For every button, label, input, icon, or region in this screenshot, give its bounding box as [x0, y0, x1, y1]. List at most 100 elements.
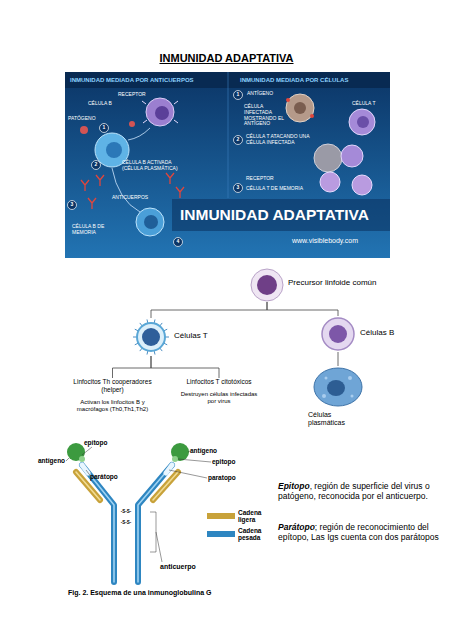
banner-background: [65, 72, 390, 88]
text-label: 3: [233, 185, 243, 191]
definition-term: Parátopo: [278, 522, 315, 532]
b-cell-illustration: [176, 187, 184, 198]
b-cell-illustration: [144, 215, 158, 229]
text-label: 2: [91, 162, 101, 168]
legend-swatch: [207, 513, 235, 519]
definition-term: Epitopo: [278, 481, 310, 491]
node-heading: Linfocitos Th cooperadores (helper): [70, 378, 155, 394]
step-circles: [234, 91, 243, 100]
text-label: -S-S-: [116, 509, 136, 514]
leader-lines: [188, 451, 190, 452]
text-label: epitopo: [212, 458, 235, 465]
step-circles: [174, 238, 183, 247]
tree-connector: [113, 356, 152, 378]
t-cell-illustration: [286, 94, 314, 122]
b-cell-illustration: [146, 98, 174, 126]
text-label: CÉLULA T: [352, 101, 376, 107]
cell-shape: [137, 323, 165, 351]
text-label: antígeno: [38, 457, 65, 464]
text-node: Linfocitos Th cooperadores (helper)Activ…: [70, 378, 155, 413]
antibody-heavy-chain: [82, 465, 172, 582]
b-cell-illustration: [80, 126, 88, 134]
b-cell-illustration: [96, 175, 104, 186]
page-title: INMUNIDAD ADAPTATIVA: [0, 52, 453, 65]
b-cell-illustration: [142, 101, 178, 123]
text-label: ANTICUERPOS: [112, 195, 148, 201]
cell-shape: [142, 328, 160, 346]
b-cell-illustration: [128, 128, 150, 140]
figure-caption: Fig. 2. Esquema de una inmunoglobulina G: [68, 589, 212, 597]
cell-shape: [348, 376, 352, 380]
banner-background: [228, 72, 229, 198]
leader-lines: [66, 447, 211, 562]
step-circles: [234, 136, 243, 145]
cell-shape: [250, 268, 284, 302]
b-cell-illustration: [81, 173, 184, 209]
antibody-heavy-chain: [82, 465, 114, 582]
t-cell-illustration: [349, 109, 375, 135]
definition-paragraph: Epitopo, región de superficie del virus …: [278, 481, 443, 501]
antigen: [79, 456, 85, 462]
cell-node: Células plasmáticas: [312, 366, 364, 408]
tree-connector: [267, 302, 338, 316]
text-label: 2: [233, 137, 243, 143]
leader-lines: [178, 459, 211, 462]
text-label: epítopo: [84, 439, 107, 446]
t-cell-illustration: [286, 94, 375, 195]
cell-shape: [314, 368, 362, 406]
cell-node: Precursor linfoide común: [250, 268, 284, 302]
tree-connector: [338, 352, 339, 366]
cell-node: Células T: [132, 318, 170, 356]
b-cell-illustration: [81, 180, 89, 191]
definition-paragraph: Parátopo; región de reconocimiento del e…: [278, 522, 443, 542]
text-label: -S-S-: [116, 520, 136, 525]
text-label: INMUNIDAD ADAPTATIVA: [180, 206, 369, 224]
antigen: [171, 443, 189, 461]
text-label: PATÓGENO: [68, 116, 96, 122]
cell-shape: [351, 395, 354, 398]
node-heading: Precursor linfoide común: [288, 278, 376, 287]
b-cell-illustration: [129, 121, 135, 127]
text-label: 3: [67, 202, 77, 208]
leader-lines: [156, 532, 162, 562]
text-label: CÉLULA B: [88, 101, 112, 107]
antigen: [172, 456, 178, 462]
b-cell-illustration: [106, 142, 122, 158]
text-label: CÉLULA T ATACANDO UNA CÉLULA INFECTADA: [246, 134, 316, 146]
cell-shape: [257, 275, 277, 295]
text-label: ANTÍGENO: [247, 91, 273, 97]
b-cell-illustration: [166, 173, 174, 184]
text-label: RECEPTOR: [118, 92, 146, 98]
step-circles: [234, 184, 243, 193]
node-heading: Células plasmáticas: [308, 411, 358, 427]
cell-node: Células B: [320, 316, 356, 352]
text-label: paratopo: [208, 474, 236, 481]
text-node: Linfocitos T citotóxicosDestruyen célula…: [180, 378, 258, 405]
t-cell-illustration: [294, 102, 306, 114]
t-cell-illustration: [341, 145, 363, 167]
text-label: 1: [99, 125, 109, 131]
leader-lines: [150, 512, 156, 552]
text-label: parátopo: [90, 473, 118, 480]
legend-text: Cadena ligera: [238, 509, 272, 524]
banner-background: [65, 72, 390, 258]
step-circles: [92, 161, 101, 170]
text-label: anticuerpo: [160, 563, 196, 571]
node-heading: Células B: [360, 328, 394, 337]
cell-shape: [325, 377, 328, 380]
t-cell-illustration: [352, 175, 372, 195]
legend-text: Cadena pesada: [238, 527, 272, 542]
banner-background: [65, 72, 390, 258]
node-heading: Linfocitos T citotóxicos: [180, 378, 258, 386]
node-heading: Células T: [174, 331, 208, 340]
b-cell-illustration: [112, 168, 140, 212]
antibody-heavy-chain: [82, 465, 114, 582]
b-cell-illustration: [136, 208, 164, 236]
text-label: CÉLULA T DE MEMORIA: [246, 186, 303, 192]
node-body: Destruyen células infectadas por virus: [180, 391, 258, 405]
t-cell-illustration: [320, 172, 340, 192]
title-band: [172, 199, 390, 231]
tree-connector: [151, 302, 267, 318]
